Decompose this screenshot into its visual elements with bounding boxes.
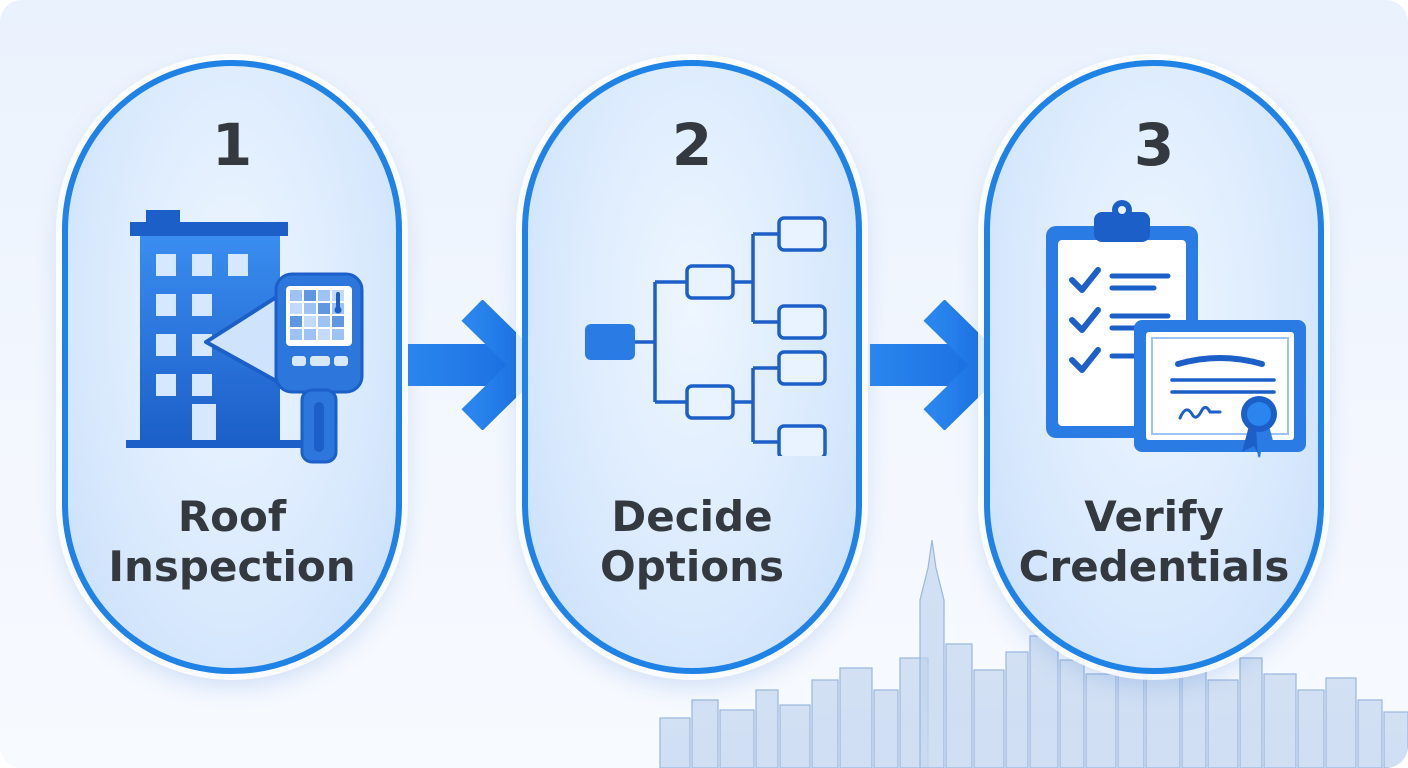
step-title-line-1: Roof [177,492,287,541]
step-number: 3 [1133,111,1175,179]
step-1-card: 1 [62,60,402,674]
building-thermal-camera-icon [126,210,364,464]
step-title-line-1: Decide [611,492,773,541]
step-2-card: 2 [522,60,862,674]
step-title: Roof Inspection [68,492,396,592]
step-title-line-2: Inspection [108,542,356,591]
step-title-line-1: Verify [1084,492,1224,541]
step-title: Verify Credentials [990,492,1318,592]
step-3-card: 3 [984,60,1324,674]
step-number: 2 [671,111,713,179]
decision-tree-icon [585,216,827,456]
step-number: 1 [211,111,253,179]
step-title-line-2: Options [600,542,784,591]
step-title-line-2: Credentials [1018,542,1290,591]
step-title: Decide Options [528,492,856,592]
clipboard-certificate-icon [1046,200,1306,458]
